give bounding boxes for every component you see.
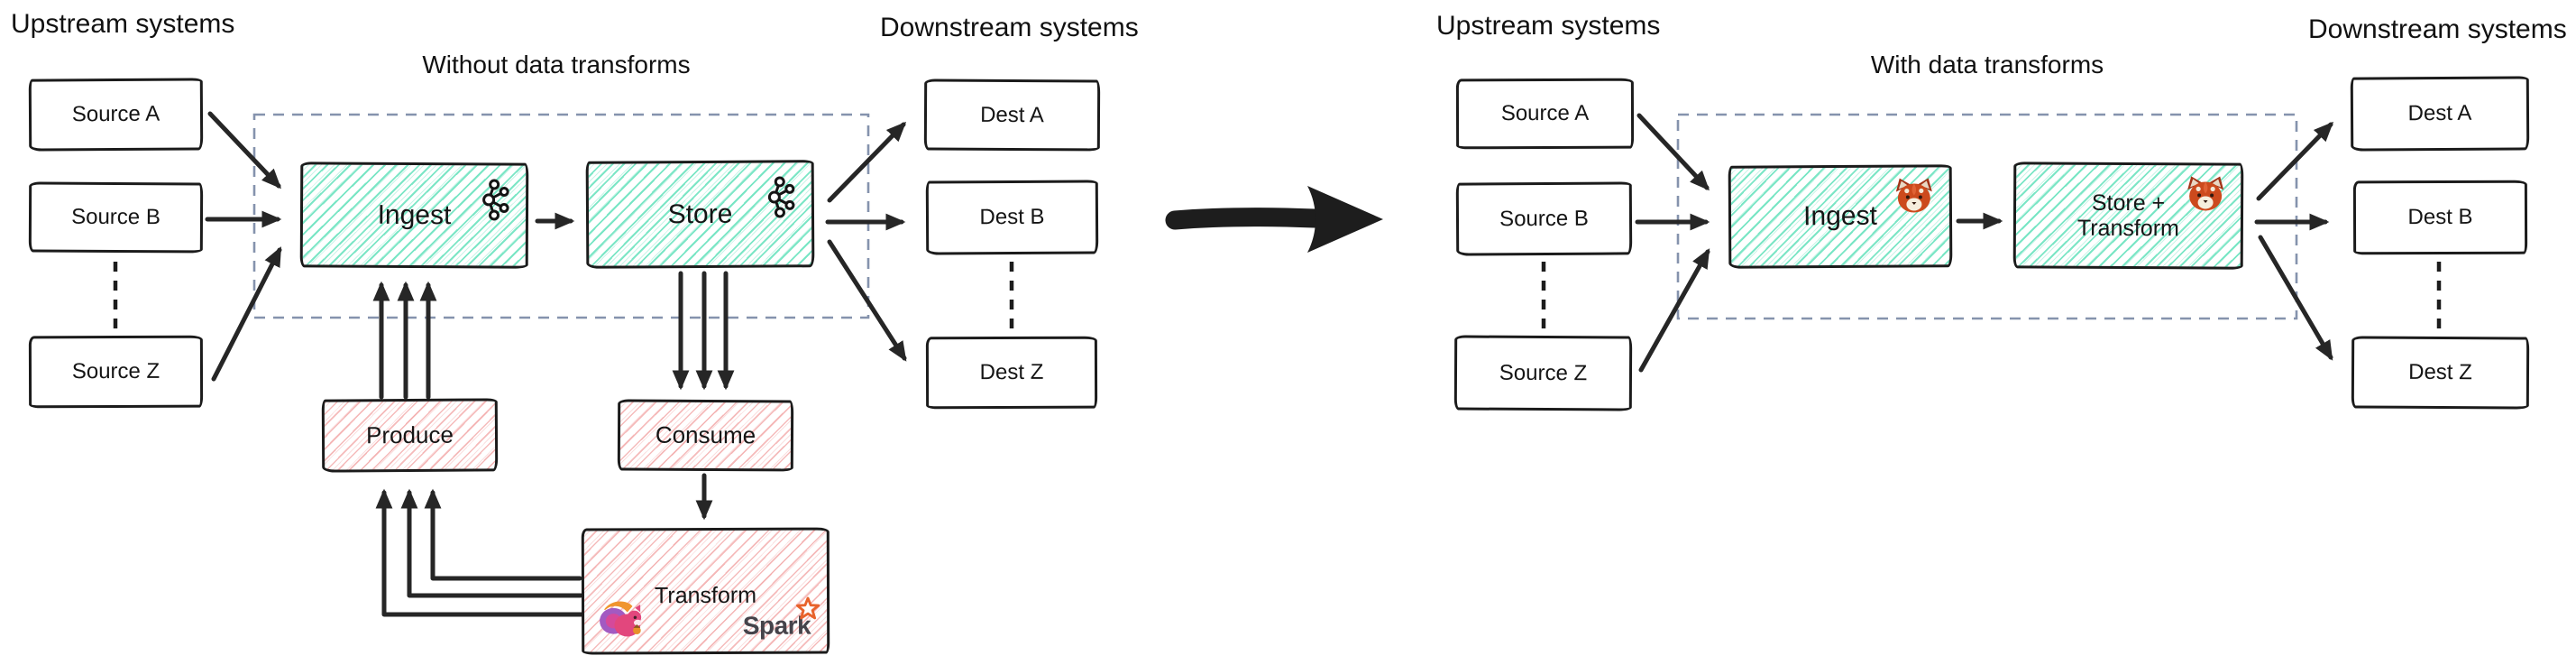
source-a-box-left: Source A bbox=[28, 78, 204, 152]
store-transform-box-right: Store + Transform bbox=[2012, 162, 2244, 270]
arrow-transform-to-produce-2 bbox=[400, 488, 583, 598]
dest-a-label-left: Dest A bbox=[980, 102, 1044, 127]
downstream-systems-label-left: Downstream systems bbox=[880, 13, 1139, 42]
diagram-title-right: With data transforms bbox=[1870, 51, 2104, 79]
ingest-label-right: Ingest bbox=[1803, 200, 1877, 232]
upstream-systems-label-right: Upstream systems bbox=[1436, 11, 1661, 41]
arrows-left-diagram bbox=[205, 111, 907, 617]
arrows-right-diagram bbox=[1635, 113, 2334, 373]
dest-b-label-left: Dest B bbox=[979, 204, 1045, 230]
pipeline-boundary-right bbox=[1676, 113, 2298, 320]
dest-z-label-left: Dest Z bbox=[979, 359, 1044, 385]
big-transition-arrow bbox=[1165, 186, 1383, 253]
source-z-label-left: Source Z bbox=[71, 358, 160, 384]
dest-b-box-right: Dest B bbox=[2352, 180, 2528, 255]
source-b-box-left: Source B bbox=[28, 181, 204, 254]
pipeline-boundary-left bbox=[252, 113, 870, 319]
dest-b-label-right: Dest B bbox=[2407, 204, 2473, 230]
dest-a-box-left: Dest A bbox=[923, 79, 1101, 152]
store-transform-line1: Store + bbox=[2091, 189, 2166, 217]
source-b-label-left: Source B bbox=[71, 204, 160, 230]
store-transform-line2: Transform bbox=[2076, 215, 2179, 242]
kafka-icon bbox=[479, 178, 509, 228]
transform-box: Transform Spark bbox=[581, 527, 830, 655]
dest-a-box-right: Dest A bbox=[2350, 76, 2530, 152]
arrow-source-a-to-ingest bbox=[207, 111, 282, 189]
source-b-box-right: Source B bbox=[1455, 181, 1633, 256]
source-z-box-right: Source Z bbox=[1453, 335, 1633, 411]
dest-b-box-left: Dest B bbox=[925, 180, 1099, 255]
big-arrow-shaft bbox=[1165, 208, 1325, 230]
redpanda-icon bbox=[1893, 177, 1935, 220]
diagram-title-left: Without data transforms bbox=[422, 51, 691, 79]
produce-box: Produce bbox=[321, 398, 499, 473]
store-label-left: Store bbox=[667, 199, 733, 229]
downstream-systems-label-right: Downstream systems bbox=[2308, 14, 2567, 44]
store-box-left: Store bbox=[585, 160, 815, 269]
dest-a-label-right: Dest A bbox=[2407, 100, 2472, 126]
source-b-label-right: Source B bbox=[1499, 206, 1589, 231]
source-a-label-right: Source A bbox=[1500, 100, 1590, 126]
source-a-box-right: Source A bbox=[1455, 78, 1635, 150]
dest-z-label-right: Dest Z bbox=[2408, 359, 2472, 385]
source-z-box-left: Source Z bbox=[28, 335, 204, 409]
source-a-label-left: Source A bbox=[71, 101, 160, 127]
ingest-label-left: Ingest bbox=[377, 199, 452, 230]
arrow-store-to-dest-z bbox=[827, 239, 907, 362]
ingest-box-left: Ingest bbox=[299, 162, 529, 269]
arrow-store-transform-to-dest-z bbox=[2258, 235, 2333, 361]
dest-z-box-left: Dest Z bbox=[925, 336, 1098, 410]
upstream-systems-label-left: Upstream systems bbox=[11, 9, 235, 39]
ingest-box-right: Ingest bbox=[1728, 164, 1953, 269]
spark-star-icon bbox=[795, 596, 820, 625]
kafka-icon bbox=[765, 175, 795, 226]
store-transform-label: Store + Transform bbox=[2077, 190, 2179, 242]
dest-z-box-right: Dest Z bbox=[2351, 336, 2530, 410]
arrow-source-a-to-ingest-r bbox=[1636, 113, 1710, 191]
arrow-source-z-to-ingest bbox=[211, 246, 282, 382]
consume-box: Consume bbox=[617, 399, 794, 472]
big-arrow-head bbox=[1307, 186, 1383, 253]
spark-logo: Spark bbox=[743, 596, 820, 641]
source-z-label-right: Source Z bbox=[1499, 360, 1588, 385]
arrow-store-to-dest-a bbox=[827, 121, 907, 203]
arrow-transform-to-produce-1 bbox=[424, 488, 582, 581]
redpanda-icon bbox=[2185, 175, 2226, 217]
flink-squirrel-icon bbox=[597, 596, 644, 644]
produce-label: Produce bbox=[365, 420, 454, 449]
consume-label: Consume bbox=[655, 420, 756, 449]
arrow-store-transform-to-dest-a bbox=[2256, 121, 2334, 201]
arrow-transform-to-produce-3 bbox=[375, 488, 584, 617]
arrow-source-z-to-ingest-r bbox=[1638, 248, 1710, 373]
